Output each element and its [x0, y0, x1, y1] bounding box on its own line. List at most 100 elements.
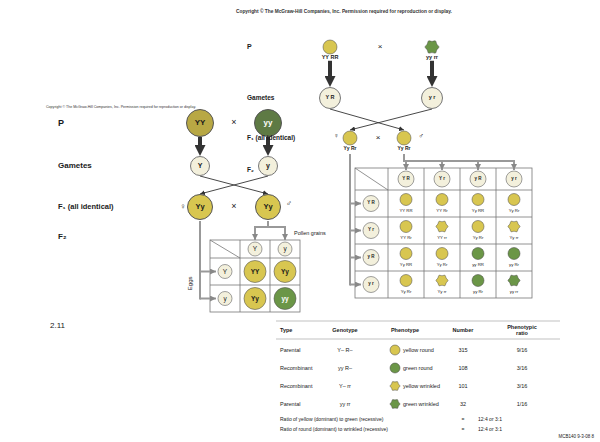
- label-text: Type: [280, 327, 292, 333]
- pea-icon: [508, 248, 520, 260]
- label-text: Y R: [402, 177, 409, 182]
- pea-icon: [472, 248, 484, 260]
- pea-icon: [400, 275, 412, 287]
- label-text: 1/16: [517, 401, 528, 407]
- cross-line: [200, 176, 268, 194]
- label-text: Parental: [280, 401, 301, 407]
- label-text: yy R–: [338, 365, 352, 371]
- genotype-text: Y: [198, 162, 203, 169]
- label-text: Yy Rr: [437, 263, 448, 268]
- pea-icon: [472, 275, 484, 287]
- pea-icon: [397, 131, 411, 145]
- grid-line: [270, 240, 271, 312]
- label-text: F₁ (all identical): [58, 203, 114, 211]
- label-text: y R: [474, 177, 481, 182]
- label-text: ×: [376, 134, 381, 143]
- pea-icon: [425, 41, 439, 53]
- genotype-circle: Y R: [319, 87, 341, 109]
- label-text: ♀: [333, 132, 338, 140]
- egg-arrow: [200, 298, 216, 300]
- label-text: P: [247, 43, 252, 51]
- genotype-text: YY: [195, 119, 206, 127]
- label-text: yy rr: [510, 290, 518, 295]
- meiosis-arrow: [328, 61, 332, 81]
- genotype-text: y r: [429, 95, 436, 101]
- punnett-grid: [210, 240, 300, 312]
- label-text: 32: [460, 401, 466, 407]
- punnett-grid: [355, 168, 532, 298]
- seed-genotype: Yy Rr: [342, 130, 358, 151]
- pea-icon: [508, 221, 520, 232]
- corner-diagonal: [210, 240, 240, 258]
- label-text: yy RR: [472, 263, 484, 268]
- label-text: y R: [367, 255, 374, 260]
- label-text: Recombinant: [280, 365, 312, 371]
- egg-arrow: [350, 284, 361, 286]
- label-text: Yy Rr: [401, 290, 412, 295]
- seed-circle: [244, 261, 266, 283]
- pollen-line: [254, 226, 286, 228]
- genotype-text: Yy: [195, 203, 204, 211]
- gamete-circle: [363, 223, 379, 239]
- label-text: yy Rr: [509, 263, 519, 268]
- seed-circle: [274, 288, 296, 310]
- label-text: ×: [231, 118, 236, 128]
- gamete-circle: [363, 196, 379, 212]
- label-text: Y: [253, 245, 257, 252]
- seed-genotype: Yy Rr: [396, 130, 412, 151]
- genotype-text: Yy Rr: [397, 146, 410, 151]
- label-text: Yy RR: [472, 209, 484, 214]
- genotype-text: y: [266, 162, 270, 169]
- seed-genotype: yy rr: [424, 39, 440, 61]
- label-text: Yy RR: [400, 263, 412, 268]
- label-text: 315: [458, 347, 467, 353]
- corner-diagonal: [355, 168, 388, 190]
- label-text: green round: [403, 365, 433, 371]
- label-text: 108: [458, 365, 467, 371]
- label-text: F₂: [58, 233, 66, 242]
- grid-line: [460, 168, 461, 298]
- pea-icon: [472, 194, 484, 206]
- pollen-arrow: [284, 227, 286, 240]
- label-text: Copyright © The McGraw-Hill Companies, I…: [236, 9, 452, 14]
- gamete-circle: [363, 250, 379, 266]
- seed-circle: [274, 261, 296, 283]
- gamete-circle: [506, 171, 522, 187]
- label-text: Ratio of round (dominant) to wrinkled (r…: [280, 427, 388, 433]
- label-text: y r: [368, 282, 374, 287]
- label-text: ×: [231, 202, 236, 212]
- label-text: Y R: [367, 201, 374, 206]
- genotype-circle: Y: [190, 156, 210, 176]
- gamete-circle: [218, 265, 232, 279]
- pea-icon: [390, 363, 400, 373]
- label-text: ×: [378, 43, 383, 52]
- label-text: Yy rr: [509, 236, 518, 241]
- label-text: =: [462, 417, 465, 423]
- label-text: ♀: [180, 203, 186, 212]
- pea-icon-svg: [396, 130, 412, 146]
- egg-arrow: [350, 203, 361, 205]
- cross-line: [200, 176, 268, 194]
- label-text: Y: [223, 268, 227, 275]
- grid-line: [210, 258, 300, 259]
- table-rule: [276, 339, 560, 340]
- pea-icon: [323, 40, 337, 54]
- gamete-circle: [248, 242, 262, 256]
- pea-icon-svg: [424, 39, 440, 55]
- pea-icon: [436, 275, 448, 286]
- label-text: yy rr: [340, 401, 351, 407]
- label-text: =: [462, 427, 465, 433]
- meiosis-arrow: [198, 137, 202, 149]
- grid-line: [355, 244, 532, 245]
- genotype-text: Yy Rr: [343, 146, 356, 151]
- cross-line: [350, 109, 432, 130]
- label-text: 101: [458, 383, 467, 389]
- genotype-text: Y R: [325, 95, 334, 101]
- label-text: 3/16: [517, 383, 528, 389]
- grid-line: [355, 271, 532, 272]
- label-text: ♂: [286, 200, 292, 209]
- label-text: 2.11: [50, 322, 65, 331]
- label-text: Y r: [439, 177, 445, 182]
